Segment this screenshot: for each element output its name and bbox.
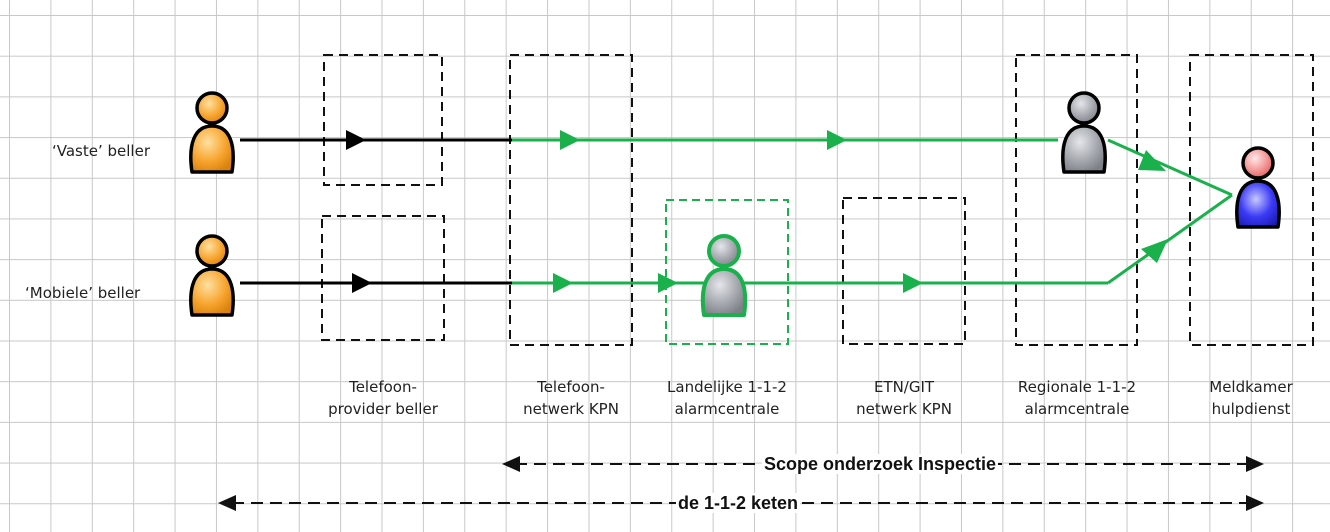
mobile-caller-person-icon <box>189 234 235 317</box>
column-label-line: provider beller <box>328 400 438 418</box>
column-label-line: Regionale 1-1-2 <box>1017 378 1137 396</box>
dispatcher-person-icon <box>1235 146 1281 229</box>
scope-range-label: Scope onderzoek Inspectie <box>761 454 999 474</box>
national-to-dispatch-line <box>1107 193 1233 285</box>
column-label-line: netwerk KPN <box>523 400 619 418</box>
column-label-line: Landelijke 1-1-2 <box>667 378 787 396</box>
fixed-caller-person-icon <box>189 91 235 174</box>
column-label-line: alarmcentrale <box>674 400 780 418</box>
column-label-line: Telefoon- <box>537 378 605 396</box>
arrow-head <box>903 273 923 293</box>
regional-operator-person-icon <box>1061 91 1107 174</box>
arrow-head <box>1141 239 1168 263</box>
regional-to-dispatch-line <box>1107 138 1233 197</box>
arrow-head <box>346 130 366 150</box>
regional-centre-box <box>1015 54 1138 346</box>
national-operator-person-icon <box>700 234 748 317</box>
column-label-etn-git: ETN/GIT netwerk KPN <box>824 376 984 420</box>
column-label-line: alarmcentrale <box>1024 400 1130 418</box>
column-label-line: Meldkamer <box>1209 378 1293 396</box>
column-label-line: Telefoon- <box>349 378 417 396</box>
column-label-dispatch: Meldkamer hulpdienst <box>1171 376 1330 420</box>
arrow-head <box>827 130 847 150</box>
arrow-head <box>1246 495 1264 511</box>
arrow-head <box>502 456 520 472</box>
arrow-head <box>560 130 580 150</box>
column-label-provider: Telefoon- provider beller <box>303 376 463 420</box>
mobile-caller-label: ‘Mobiele’ beller <box>25 284 141 302</box>
kpn-network-box <box>509 54 633 346</box>
arrow-head <box>218 495 236 511</box>
provider-box-mobile <box>321 215 445 341</box>
arrow-head <box>658 273 678 293</box>
arrow-head <box>1138 150 1166 171</box>
column-label-line: netwerk KPN <box>856 400 952 418</box>
arrow-head <box>1246 456 1264 472</box>
arrow-head <box>553 273 573 293</box>
column-label-regional-centre: Regionale 1-1-2 alarmcentrale <box>997 376 1157 420</box>
arrow-head <box>352 273 372 293</box>
fixed-caller-label: ‘Vaste’ beller <box>52 142 150 160</box>
national-centre-box <box>665 199 789 345</box>
dispatch-box <box>1189 54 1314 346</box>
provider-box-fixed <box>323 54 443 186</box>
etn-git-box <box>842 197 966 345</box>
column-label-line: hulpdienst <box>1211 400 1291 418</box>
column-label-national-centre: Landelijke 1-1-2 alarmcentrale <box>647 376 807 420</box>
chain-range-label: de 1-1-2 keten <box>675 493 801 513</box>
column-label-line: ETN/GIT <box>873 378 935 396</box>
column-label-kpn-network: Telefoon- netwerk KPN <box>491 376 651 420</box>
